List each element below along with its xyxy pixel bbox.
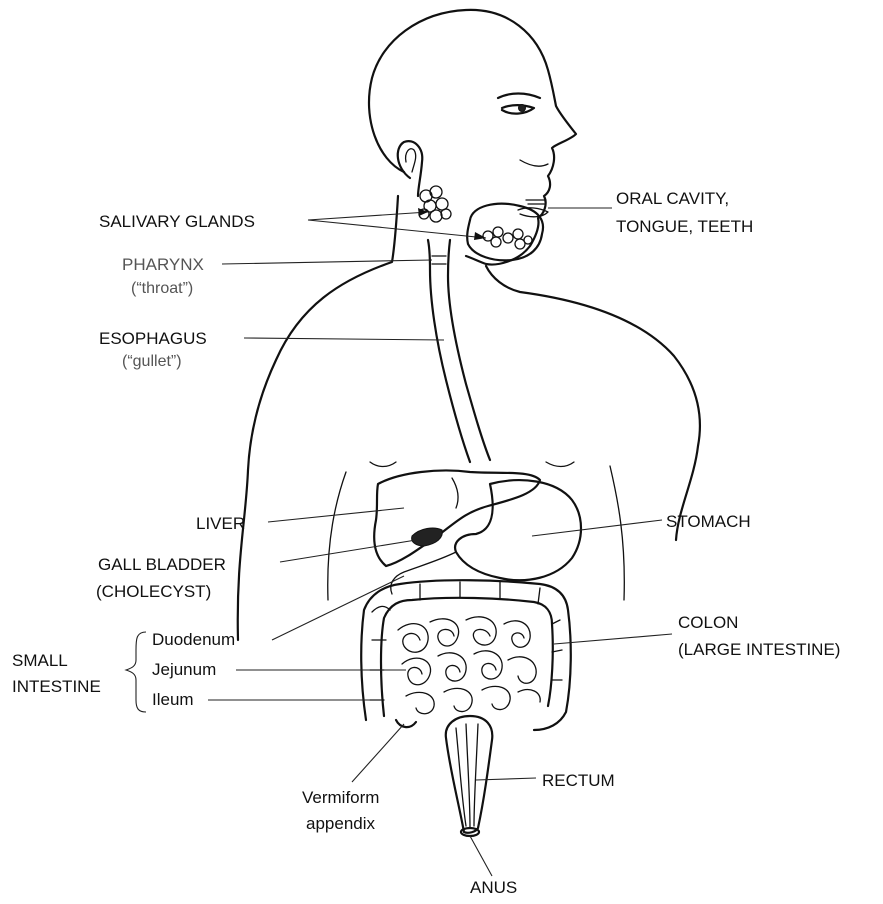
eyebrow [498, 94, 540, 99]
colon [361, 580, 571, 730]
ear-inner [406, 149, 416, 172]
esophagus-right-wall [448, 240, 490, 460]
leader-duodenum [272, 576, 404, 640]
label-rectum: RECTUM [542, 771, 615, 790]
teeth [526, 200, 546, 204]
leader-liver [268, 508, 404, 522]
label-gall-bladder-2: (CHOLECYST) [96, 582, 211, 601]
label-duodenum: Duodenum [152, 630, 235, 649]
pharynx-mark [432, 256, 446, 264]
label-oral-cavity-2: TONGUE, TEETH [616, 217, 753, 236]
head-outline [369, 10, 576, 265]
leader-salivary-upper [308, 212, 428, 220]
label-gall-bladder-1: GALL BLADDER [98, 555, 226, 574]
label-appendix-1: Vermiform [302, 788, 379, 807]
label-anus: ANUS [470, 878, 517, 897]
leader-stomach [532, 520, 662, 536]
label-pharynx-common: (“throat”) [131, 280, 193, 297]
torso-left-side [328, 472, 346, 600]
leader-rectum [476, 778, 536, 780]
torso-right-side [610, 466, 624, 600]
oral-cavity [467, 200, 548, 260]
duodenum-curve [391, 552, 456, 594]
rectum-outline [446, 716, 493, 833]
label-liver: LIVER [196, 514, 245, 533]
leader-colon [554, 634, 672, 644]
small-intestine-coils [398, 617, 540, 714]
label-small-intestine-2: INTESTINE [12, 677, 101, 696]
nipple-right [546, 462, 574, 467]
leader-gall-bladder [280, 540, 416, 562]
nose-crease [520, 160, 548, 166]
leader-esophagus [244, 338, 444, 340]
small-intestine-brace [126, 632, 146, 712]
colon-inner [381, 598, 553, 716]
label-ileum: Ileum [152, 690, 194, 709]
nipple-left [370, 462, 396, 467]
label-esophagus: ESOPHAGUS [99, 329, 207, 348]
label-appendix-2: appendix [306, 814, 376, 833]
label-small-intestine-1: SMALL [12, 651, 68, 670]
label-stomach: STOMACH [666, 512, 751, 531]
label-salivary-glands: SALIVARY GLANDS [99, 212, 255, 231]
gall-bladder [412, 528, 443, 546]
colon-haustra [370, 582, 562, 700]
label-esophagus-common: (“gullet”) [122, 353, 182, 370]
eye-outline [502, 105, 534, 114]
label-jejunum: Jejunum [152, 660, 216, 679]
esophagus [428, 240, 490, 462]
body-outline [238, 10, 700, 640]
leader-appendix [352, 724, 404, 782]
stomach-outline [455, 480, 581, 580]
label-pharynx: PHARYNX [122, 255, 204, 274]
leader-pharynx [222, 260, 432, 264]
leader-anus [470, 836, 492, 876]
rectum [446, 716, 493, 836]
oral-cavity-outline [467, 204, 543, 261]
label-oral-cavity-1: ORAL CAVITY, [616, 189, 729, 208]
appendix [396, 720, 416, 727]
neck-right-shoulder [486, 266, 700, 540]
eye-pupil [519, 105, 526, 112]
label-colon-2: (LARGE INTESTINE) [678, 640, 840, 659]
label-colon-1: COLON [678, 613, 738, 632]
liver-lobe-line [452, 478, 458, 508]
